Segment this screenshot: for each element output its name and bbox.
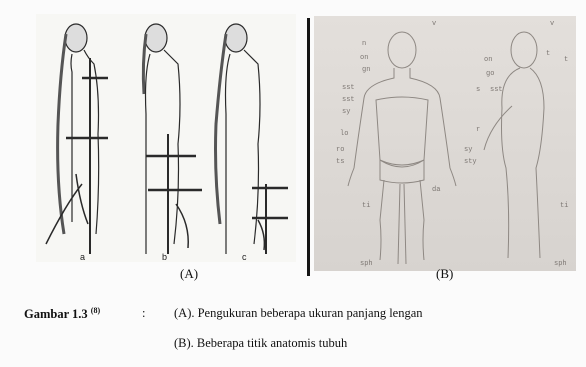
landmark-gn: gn bbox=[362, 66, 370, 74]
caption-title: Gambar 1.3 (8) bbox=[24, 306, 100, 322]
landmark-da: da bbox=[432, 186, 440, 194]
caption-line-b: (B). Beberapa titik anatomis tubuh bbox=[174, 336, 347, 351]
landmark-ts: ts bbox=[336, 158, 344, 166]
panel-b-label: (B) bbox=[436, 266, 453, 282]
landmark-ro: ro bbox=[336, 146, 344, 154]
panel-divider bbox=[307, 18, 310, 276]
landmark-side-t-2: t bbox=[564, 56, 568, 64]
landmark-sy: sy bbox=[342, 108, 350, 116]
landmark-sy-right: sy bbox=[464, 146, 472, 154]
anatomy-landmarks-drawing bbox=[314, 16, 576, 271]
caption-reference: (8) bbox=[91, 306, 100, 315]
landmark-side-t-1: t bbox=[546, 50, 550, 58]
landmark-side-ti: ti bbox=[560, 202, 568, 210]
landmark-sst-2: sst bbox=[342, 96, 355, 104]
caption-title-text: Gambar 1.3 bbox=[24, 307, 88, 321]
landmark-top-front: v bbox=[432, 20, 436, 28]
landmark-side-go: go bbox=[486, 70, 494, 78]
landmark-side-on: on bbox=[484, 56, 492, 64]
panel-b-illustration: v v n on gn sst sst sy lo ro ts s r sy s… bbox=[314, 16, 576, 271]
caption-line-a: (A). Pengukuran beberapa ukuran panjang … bbox=[174, 306, 423, 321]
figure-caption: Gambar 1.3 (8) : (A). Pengukuran beberap… bbox=[24, 306, 564, 362]
figure-c bbox=[216, 24, 289, 254]
subfigure-label-b: b bbox=[162, 252, 167, 262]
landmark-on: on bbox=[360, 54, 368, 62]
figure: a b c bbox=[8, 4, 580, 286]
panel-a-label: (A) bbox=[180, 266, 198, 282]
landmark-n: n bbox=[362, 40, 366, 48]
arm-measurement-drawing bbox=[36, 14, 296, 262]
landmark-side-sph: sph bbox=[554, 260, 567, 268]
landmark-sty: sty bbox=[464, 158, 477, 166]
panel-a-illustration: a b c bbox=[36, 14, 296, 262]
landmark-sph: sph bbox=[360, 260, 373, 268]
landmark-r: r bbox=[476, 126, 480, 134]
subfigure-label-c: c bbox=[242, 252, 247, 262]
caption-colon: : bbox=[142, 306, 145, 321]
landmark-side-sst: sst bbox=[490, 86, 503, 94]
figure-b bbox=[143, 24, 202, 254]
figure-a bbox=[46, 24, 108, 254]
landmark-ti: ti bbox=[362, 202, 370, 210]
landmark-sst-1: sst bbox=[342, 84, 355, 92]
subfigure-label-a: a bbox=[80, 252, 85, 262]
landmark-lo: lo bbox=[340, 130, 348, 138]
landmark-top-side: v bbox=[550, 20, 554, 28]
landmark-s: s bbox=[476, 86, 480, 94]
